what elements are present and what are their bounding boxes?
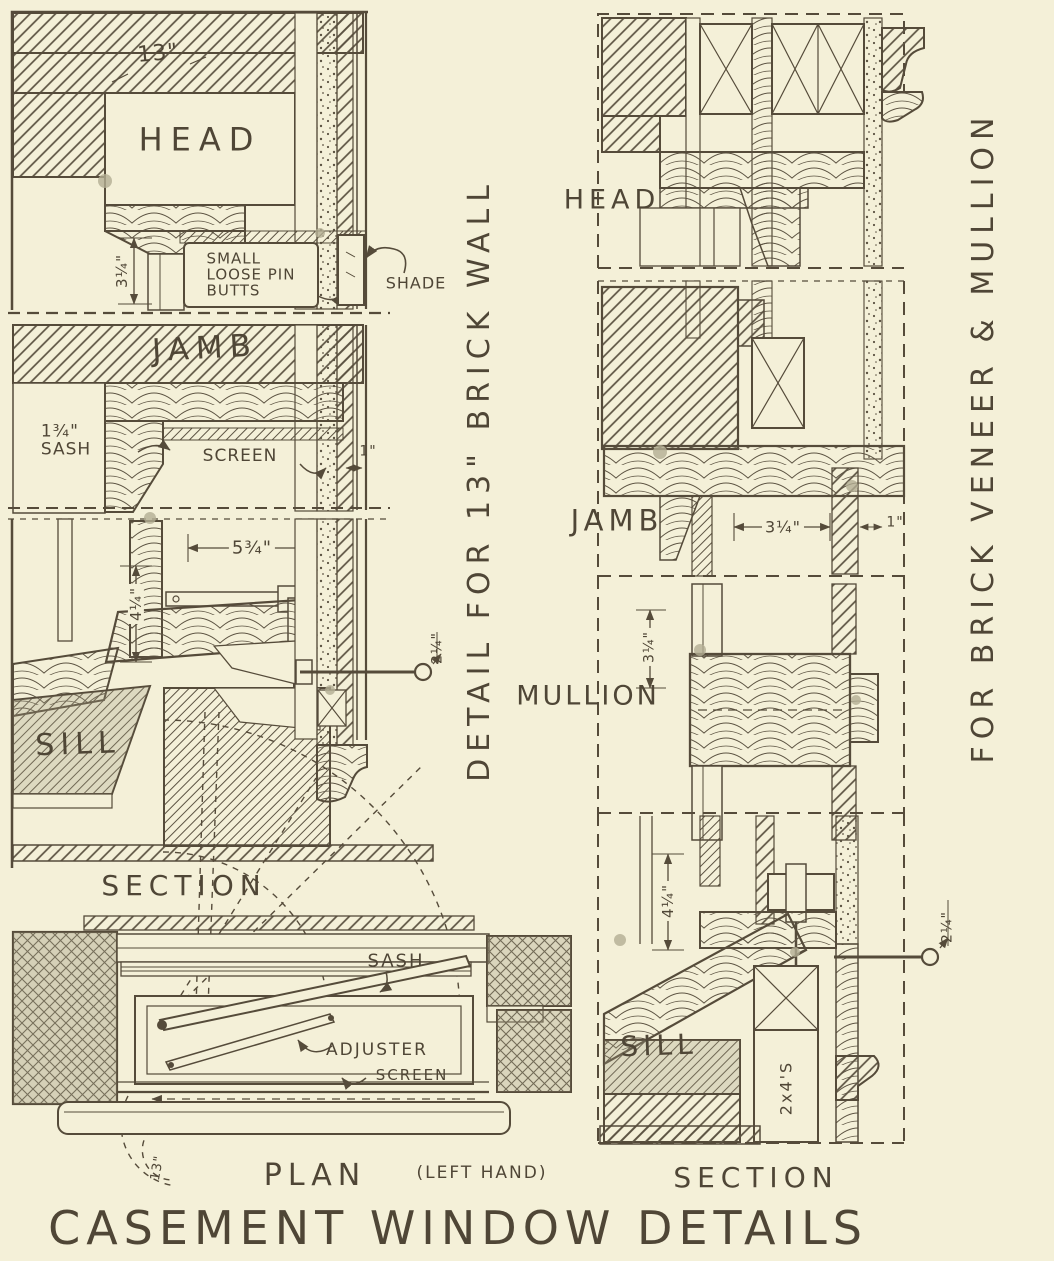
sill-width-dim: 5¾" [228,538,276,558]
mullion-label: MULLION [516,680,660,712]
studs-note: 2x4'S [776,1060,796,1116]
sash-note: 1¾" SASH [40,421,92,460]
jamb-width-dim: 3¼" [761,518,805,536]
right-sill-detail [597,813,949,1145]
head-label-left: HEAD [138,120,262,159]
page-title: CASEMENT WINDOW DETAILS [48,1201,868,1256]
jamb-label-left: JAMB [151,327,259,370]
section-label-left: SECTION [101,868,267,902]
head-trim-dim: 3¼" [113,251,131,291]
right-caption: FOR BRICK VENEER & MULLION [965,110,1001,764]
jamb-gap-dim-left: 1" [359,443,377,460]
head-wall-dim: 13" [136,39,180,68]
section-label-right: SECTION [673,1160,839,1194]
mortar-blobs [98,174,861,957]
right-head-detail [597,13,925,282]
sill-height-dim-right: 4¼" [659,881,677,921]
adjuster-label: ADJUSTER [326,1039,428,1060]
sill-label-left: SILL [34,725,122,764]
jamb-gap-dim-right: 1" [886,514,904,531]
rod-dim-right: 2¼" [939,911,956,943]
mullion-width-dim: 3¼" [641,628,658,666]
left-head-detail [8,10,407,315]
sash-label-plan: SASH [367,950,425,972]
hinge-note: SMALL LOOSE PIN BUTTS [206,249,296,301]
sill-label-right: SILL [619,1027,699,1064]
left-plan-detail [11,915,572,1135]
screen-label-plan: SCREEN [375,1065,449,1084]
right-mullion-detail [597,576,905,841]
head-label-right: HEAD [563,184,661,216]
plan-hand-label: (LEFT HAND) [416,1162,548,1183]
left-sill-detail [10,518,442,868]
rod-dim-left: 2¼" [429,632,446,664]
screen-label-left: SCREEN [202,445,278,466]
left-caption: DETAIL FOR 13" BRICK WALL [461,178,497,782]
plan-label: PLAN [263,1157,367,1193]
shade-label: SHADE [385,273,447,293]
sill-height-dim-left: 4¼" [127,584,145,624]
jamb-label-right: JAMB [570,503,664,538]
